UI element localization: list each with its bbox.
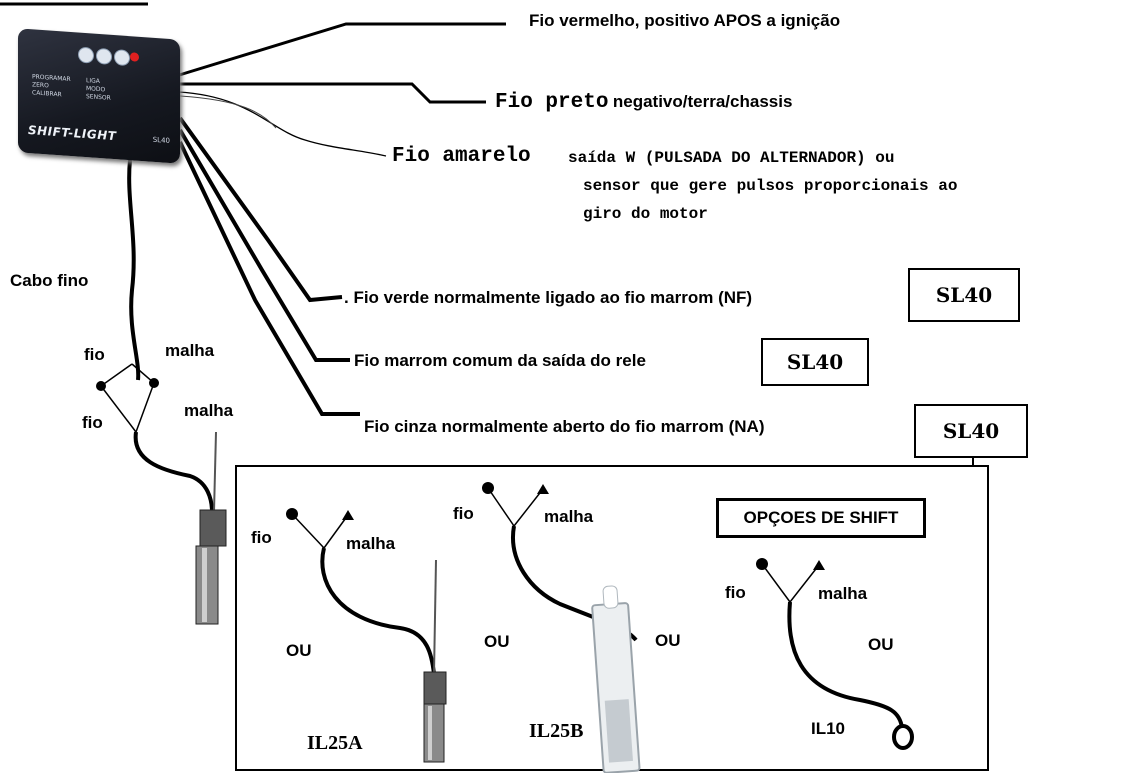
il25a-tube (423, 703, 445, 763)
thin-cable (127, 159, 141, 381)
brown-wire (178, 128, 350, 362)
fio-line-bottom (100, 385, 137, 433)
left-sensor-body (199, 509, 227, 547)
il25a-fio: fio (251, 528, 272, 547)
yellow-wire-line2: sensor que gere pulsos proporcionais ao (583, 177, 958, 195)
il25a-cable (320, 547, 436, 675)
il25a-body (423, 671, 447, 705)
options-title: OPÇOES DE SHIFT (743, 508, 899, 527)
black-wire (178, 82, 486, 104)
green-wire (178, 116, 343, 303)
model-box-3: SL40 (914, 404, 1028, 458)
sensor-cable (133, 431, 214, 513)
il10-name: IL10 (811, 719, 846, 738)
device-button-1 (78, 46, 94, 64)
yellow-wire-line3: giro do motor (583, 205, 708, 223)
cable-fio-a: fio (84, 345, 105, 364)
il10-fio: fio (725, 583, 746, 602)
device-led (130, 52, 139, 62)
red-wire-label: Fio vermelho, positivo APOS a ignição (529, 11, 841, 30)
il25a-malha: malha (346, 534, 396, 553)
cable-malha-b: malha (184, 401, 234, 420)
il25b-ou-2: OU (655, 631, 681, 650)
il25b-malha: malha (544, 507, 594, 526)
options-title-box: OPÇOES DE SHIFT (716, 498, 926, 538)
model-box-2: SL40 (761, 338, 869, 386)
model-box-1: SL40 (908, 268, 1020, 322)
device-button-2 (96, 47, 112, 65)
yellow-wire (177, 91, 387, 157)
gray-wire-label: Fio cinza normalmente aberto do fio marr… (364, 417, 765, 436)
device-small-text-2: LIGA MODO SENSOR (86, 77, 111, 102)
il25b-body (591, 585, 641, 773)
black-wire-label: Fio preto negativo/terra/chassis (495, 91, 792, 115)
device-button-3 (114, 49, 130, 67)
il10-malha: malha (818, 584, 868, 603)
fio-line-top (100, 363, 133, 387)
il25a-name: IL25A (307, 732, 363, 754)
green-wire-label: . Fio verde normalmente ligado ao fio ma… (344, 288, 753, 307)
il25b-fio: fio (453, 504, 474, 523)
yellow-wire-prefix: Fio amarelo (392, 145, 531, 168)
device-small-text: PROGRAMAR ZERO CALIBRAR (32, 73, 71, 99)
left-sensor-pin (213, 431, 217, 513)
cable-fio-b: fio (82, 413, 103, 432)
thin-wire (179, 95, 277, 129)
brown-wire-label: Fio marrom comum da saída do rele (354, 351, 646, 370)
device-brand: SHIFT-LIGHT (28, 123, 117, 144)
cable-label: Cabo fino (10, 271, 89, 290)
device-side-mark: SL40 (152, 135, 170, 145)
black-wire-prefix: Fio preto (495, 91, 609, 114)
il10-ou: OU (868, 635, 894, 654)
il10-cable (787, 601, 904, 729)
il25b-ou: OU (484, 632, 510, 651)
gray-wire (178, 141, 360, 416)
il10-ring (892, 724, 914, 750)
malha-line-bottom (135, 382, 155, 433)
black-wire-suffix: negativo/terra/chassis (612, 92, 793, 111)
cable-malha-a: malha (165, 341, 215, 360)
shift-light-device: PROGRAMAR ZERO CALIBRAR LIGA MODO SENSOR… (18, 28, 180, 164)
il25a-ou: OU (286, 641, 312, 660)
red-wire (175, 22, 506, 78)
il25b-name: IL25B (529, 720, 584, 742)
yellow-wire-line1: saída W (PULSADA DO ALTERNADOR) ou (568, 149, 895, 167)
